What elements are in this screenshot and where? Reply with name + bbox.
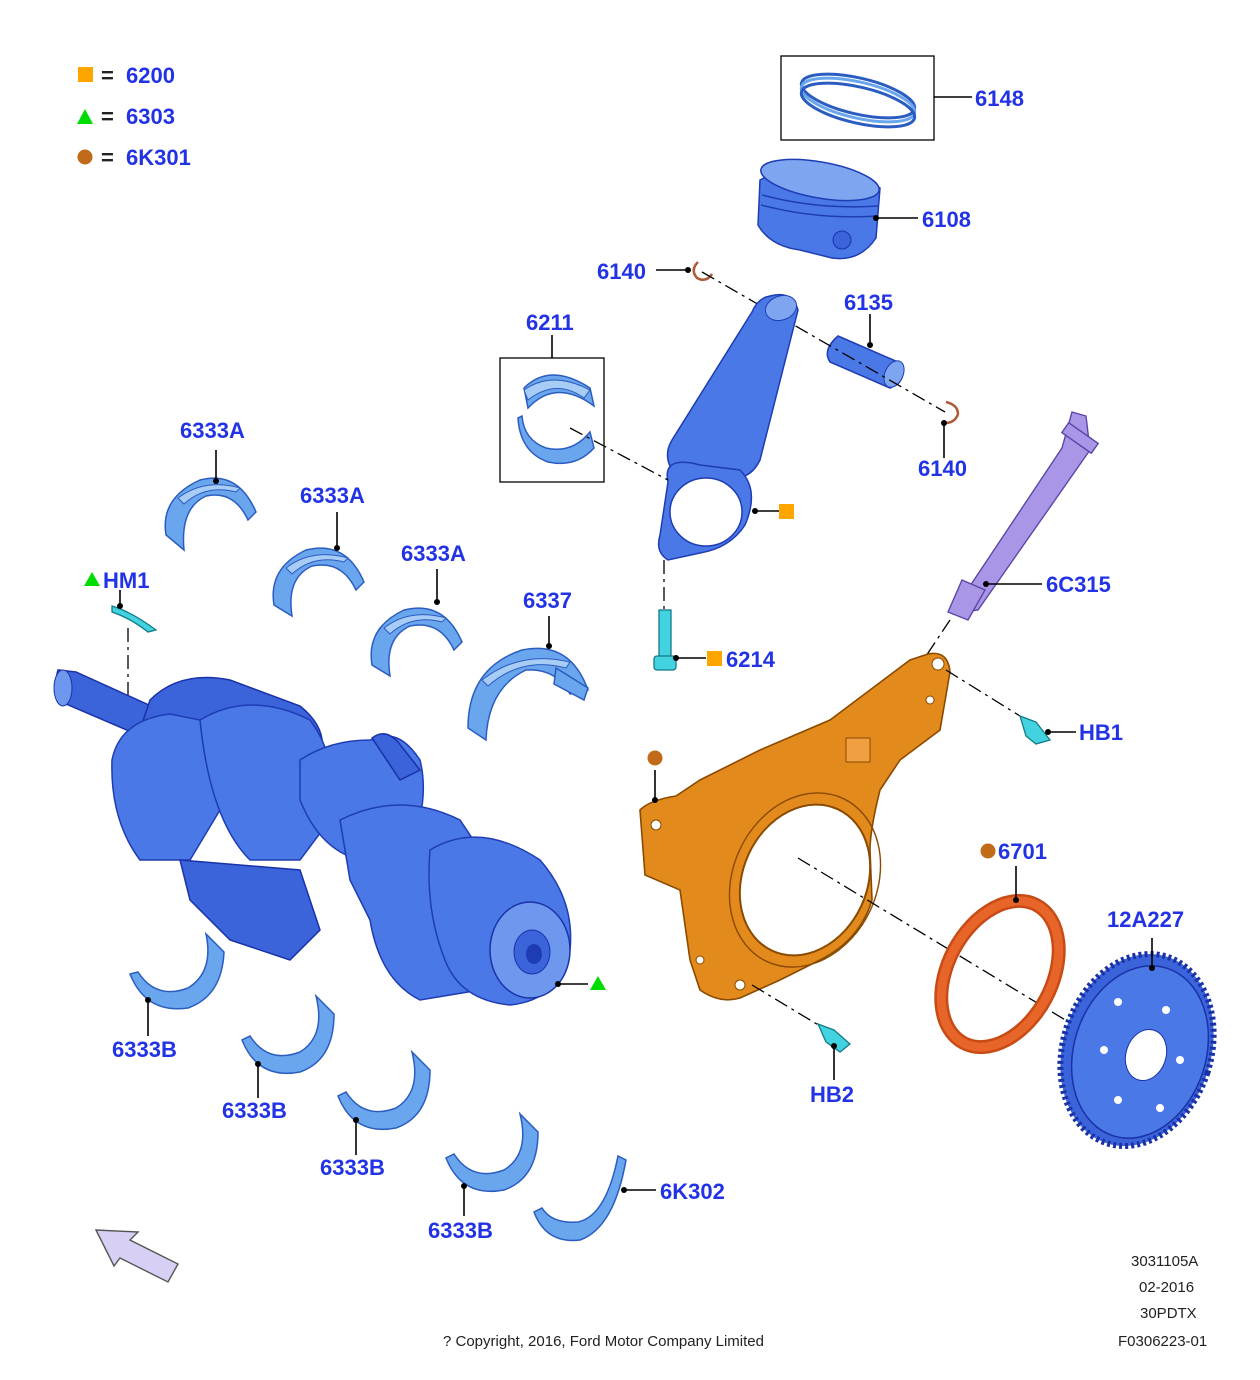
label-HB2[interactable]: HB2 xyxy=(810,1082,854,1107)
label-6333B-1[interactable]: 6333B xyxy=(112,1037,177,1062)
footer-code2: 30PDTX xyxy=(1140,1305,1197,1322)
label-6211[interactable]: 6211 xyxy=(526,310,574,335)
main-bearing-lower-2-part[interactable] xyxy=(241,993,335,1098)
conrod-bolt-part[interactable] xyxy=(653,560,722,671)
marker-6303 xyxy=(590,976,606,990)
legend-label-6200: 6200 xyxy=(126,63,175,88)
main-bearing-lower-1-part[interactable] xyxy=(128,931,225,1036)
label-6148[interactable]: 6148 xyxy=(975,86,1024,111)
label-6333A-2[interactable]: 6333A xyxy=(300,483,365,508)
bolt-hb2-part[interactable] xyxy=(751,984,852,1080)
legend-label-6303: 6303 xyxy=(126,104,175,129)
key-hm1-part[interactable] xyxy=(84,572,158,700)
legend-eq: = xyxy=(101,63,114,88)
thrust-washer-part[interactable] xyxy=(533,1154,656,1242)
label-6135[interactable]: 6135 xyxy=(844,290,893,315)
label-6140-lower[interactable]: 6140 xyxy=(918,456,967,481)
marker-6303 xyxy=(84,572,100,586)
footer-code1: 3031105A xyxy=(1131,1253,1198,1270)
thrust-bearing-part[interactable] xyxy=(467,616,589,742)
piston-rings-part[interactable] xyxy=(780,55,972,141)
legend-square-marker xyxy=(78,67,93,82)
rear-seal-housing-part[interactable] xyxy=(639,652,1091,1036)
label-6333A-3[interactable]: 6333A xyxy=(401,541,466,566)
label-6C315[interactable]: 6C315 xyxy=(1046,572,1111,597)
circlip-upper-part[interactable] xyxy=(656,261,714,282)
main-bearing-lower-3-part[interactable] xyxy=(337,1049,431,1155)
legend: = 6200 = 6303 = 6K301 xyxy=(77,63,191,170)
label-6333A-1[interactable]: 6333A xyxy=(180,418,245,443)
reluctor-ring-part[interactable] xyxy=(1036,934,1237,1166)
legend-eq: = xyxy=(101,145,114,170)
label-HM1[interactable]: HM1 xyxy=(103,568,149,593)
legend-circle-marker xyxy=(77,149,93,165)
label-12A227[interactable]: 12A227 xyxy=(1107,907,1184,932)
label-HB1[interactable]: HB1 xyxy=(1079,720,1123,745)
front-direction-arrow-icon xyxy=(94,1229,179,1283)
footer-code3: F0306223-01 xyxy=(1118,1333,1207,1350)
marker-6K301 xyxy=(980,843,996,859)
label-6333B-4[interactable]: 6333B xyxy=(428,1218,493,1243)
circlip-lower-part[interactable] xyxy=(941,400,960,458)
label-6333B-3[interactable]: 6333B xyxy=(320,1155,385,1180)
legend-eq: = xyxy=(101,104,114,129)
label-6701[interactable]: 6701 xyxy=(998,839,1047,864)
main-bearing-upper-3-part[interactable] xyxy=(370,569,463,678)
footer-date: 02-2016 xyxy=(1139,1279,1194,1296)
piston-part[interactable] xyxy=(757,152,918,260)
marker-6200 xyxy=(707,651,722,666)
label-6337[interactable]: 6337 xyxy=(523,588,572,613)
main-bearing-lower-4-part[interactable] xyxy=(445,1111,539,1216)
legend-triangle-marker xyxy=(77,109,93,124)
footer-copyright: ? Copyright, 2016, Ford Motor Company Li… xyxy=(443,1333,764,1350)
bolt-hb1-part[interactable] xyxy=(945,669,1076,745)
label-6140-upper[interactable]: 6140 xyxy=(597,259,646,284)
label-6214[interactable]: 6214 xyxy=(726,647,776,672)
label-6108[interactable]: 6108 xyxy=(922,207,971,232)
crankshaft-part[interactable] xyxy=(53,669,606,1006)
label-6K302[interactable]: 6K302 xyxy=(660,1179,725,1204)
main-bearing-upper-1-part[interactable] xyxy=(164,450,257,552)
conrod-bearing-part[interactable] xyxy=(499,335,669,483)
piston-pin-part[interactable] xyxy=(826,314,908,390)
marker-6K301 xyxy=(647,750,663,766)
oil-seal-part[interactable] xyxy=(917,843,1082,1068)
legend-label-6K301: 6K301 xyxy=(126,145,191,170)
label-6333B-2[interactable]: 6333B xyxy=(222,1098,287,1123)
connecting-rod-part[interactable] xyxy=(657,291,801,561)
main-bearing-upper-2-part[interactable] xyxy=(272,512,365,618)
marker-6200 xyxy=(779,504,794,519)
